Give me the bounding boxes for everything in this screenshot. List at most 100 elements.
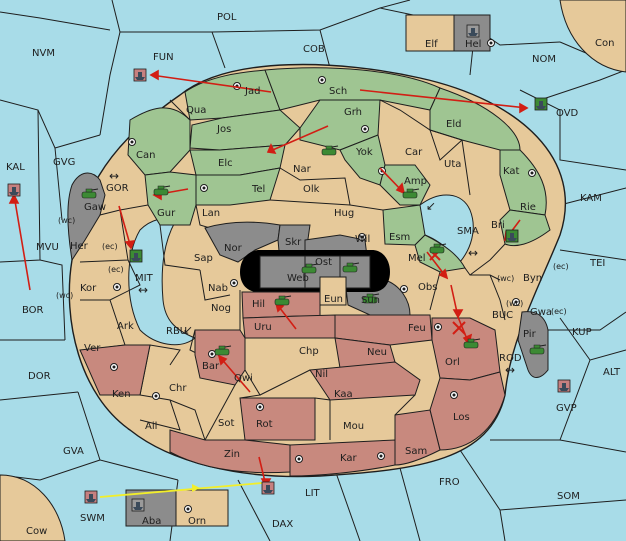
land-label-nar: Nar bbox=[293, 164, 312, 175]
fleet-unit-hel[interactable] bbox=[466, 24, 480, 38]
fleet-unit-ovd[interactable] bbox=[534, 97, 548, 111]
land-label-ver: Ver bbox=[84, 343, 101, 354]
army-unit-bar[interactable] bbox=[214, 345, 232, 356]
army-icon bbox=[402, 191, 418, 199]
land-label-gur: Gur bbox=[157, 208, 176, 219]
fleet-tower bbox=[562, 383, 566, 388]
army-unit-grh[interactable] bbox=[321, 145, 339, 156]
land-label-byn: Byn bbox=[523, 273, 542, 284]
army-turret bbox=[157, 185, 165, 190]
fleet-unit-bri[interactable] bbox=[505, 229, 519, 243]
fleet-hull bbox=[135, 77, 145, 80]
army-unit-hil[interactable] bbox=[274, 295, 292, 306]
army-unit-gur[interactable] bbox=[153, 185, 171, 196]
army-unit-mel[interactable] bbox=[429, 243, 447, 254]
land-label-kat: Kat bbox=[503, 166, 520, 177]
army-gun bbox=[372, 293, 380, 296]
sea-label-swm: SWM bbox=[80, 513, 105, 524]
coast-mark-ec: (ec) bbox=[102, 242, 118, 251]
land-label-hil: Hil bbox=[252, 299, 265, 310]
fleet-hull bbox=[9, 192, 19, 195]
sea-label-kup: KUP bbox=[572, 327, 592, 338]
land-label-hug: Hug bbox=[334, 208, 354, 219]
land-label-chp: Chp bbox=[299, 346, 319, 357]
army-turret bbox=[406, 188, 414, 193]
sea-label-mvu: MVU bbox=[36, 242, 59, 253]
fleet-unit-gvp[interactable] bbox=[557, 379, 571, 393]
coast-mark-wc: (wc) bbox=[58, 216, 75, 225]
land-label-uta: Uta bbox=[444, 159, 461, 170]
fleet-hull bbox=[131, 258, 141, 261]
land-label-ail: Ail bbox=[145, 421, 157, 432]
fleet-unit-swm[interactable] bbox=[84, 490, 98, 504]
land-label-ark: Ark bbox=[117, 321, 134, 332]
fleet-tower bbox=[134, 253, 138, 258]
army-turret bbox=[346, 262, 354, 267]
army-gun bbox=[439, 243, 447, 246]
army-gun bbox=[311, 263, 319, 266]
army-icon bbox=[463, 341, 479, 349]
supply-centers bbox=[110, 39, 536, 513]
sea-label-fun: FUN bbox=[153, 52, 174, 63]
coast-mark-wc: (wc) bbox=[497, 274, 514, 283]
army-turret bbox=[85, 188, 93, 193]
army-unit-ost[interactable] bbox=[342, 262, 360, 273]
land-label-cow: Cow bbox=[26, 526, 47, 537]
army-unit-orl[interactable] bbox=[463, 338, 481, 349]
passage-arrow: ↔ bbox=[109, 169, 119, 183]
coast-mark-ec: (ec) bbox=[553, 262, 569, 271]
sea-label-dor: DOR bbox=[28, 371, 51, 382]
army-unit-pir[interactable] bbox=[529, 344, 547, 355]
land-label-pir: Pir bbox=[523, 329, 537, 340]
army-icon bbox=[342, 265, 358, 273]
land-label-eld: Eld bbox=[446, 119, 461, 130]
sea-label-mit: MIT bbox=[135, 273, 154, 284]
sea-label-lit: LIT bbox=[305, 488, 321, 499]
army-gun bbox=[284, 295, 292, 298]
land-label-can: Can bbox=[136, 150, 155, 161]
land-label-nor: Nor bbox=[224, 243, 243, 254]
land-eun[interactable] bbox=[319, 276, 347, 306]
sea-label-kal: KAL bbox=[6, 162, 25, 173]
land-label-con: Con bbox=[595, 38, 614, 49]
land-label-feu: Feu bbox=[408, 323, 426, 334]
fleet-tower bbox=[266, 485, 270, 490]
land-label-eun: Eun bbox=[324, 294, 343, 305]
fleet-unit-fun[interactable] bbox=[133, 68, 147, 82]
land-label-lan: Lan bbox=[202, 208, 220, 219]
fleet-unit-aba[interactable] bbox=[131, 498, 145, 512]
sea-label-som: SOM bbox=[557, 491, 580, 502]
coast-markers: (wc) (ec) (ec) (wc) (wc) (ec) (wc) (ec) bbox=[56, 216, 569, 316]
sea-label-bor: BOR bbox=[22, 305, 44, 316]
land-label-chr: Chr bbox=[169, 383, 187, 394]
land-label-ken: Ken bbox=[112, 389, 131, 400]
land-label-tel: Tel bbox=[251, 184, 265, 195]
sea-label-rbu: RBU bbox=[166, 326, 187, 337]
sea-label-pol: POL bbox=[217, 12, 237, 23]
army-unit-gaw[interactable] bbox=[81, 188, 99, 199]
land-label-jos: Jos bbox=[216, 124, 231, 135]
sea-label-dax: DAX bbox=[272, 519, 293, 530]
fleet-hull bbox=[468, 33, 478, 36]
land-label-bar: Bar bbox=[202, 361, 220, 372]
land-label-elc: Elc bbox=[218, 158, 233, 169]
land-label-sam: Sam bbox=[405, 446, 427, 457]
land-label-esm: Esm bbox=[389, 232, 410, 243]
army-gun bbox=[352, 262, 360, 265]
sea-label-kam: KAM bbox=[580, 193, 602, 204]
army-unit-sun[interactable] bbox=[362, 293, 380, 304]
sea-label-ovd: OVD bbox=[556, 108, 579, 119]
land-label-zin: Zin bbox=[224, 449, 240, 460]
army-unit-amp[interactable] bbox=[402, 188, 420, 199]
sea-label-gor: GOR bbox=[106, 183, 129, 194]
land-label-ost: Ost bbox=[315, 257, 332, 268]
fleet-unit-her[interactable] bbox=[129, 249, 143, 263]
land-elf[interactable] bbox=[405, 14, 455, 52]
fleet-unit-lit[interactable] bbox=[261, 481, 275, 495]
land-label-los: Los bbox=[453, 412, 470, 423]
fleet-unit-kal[interactable] bbox=[7, 183, 21, 197]
army-unit-web[interactable] bbox=[301, 263, 319, 274]
